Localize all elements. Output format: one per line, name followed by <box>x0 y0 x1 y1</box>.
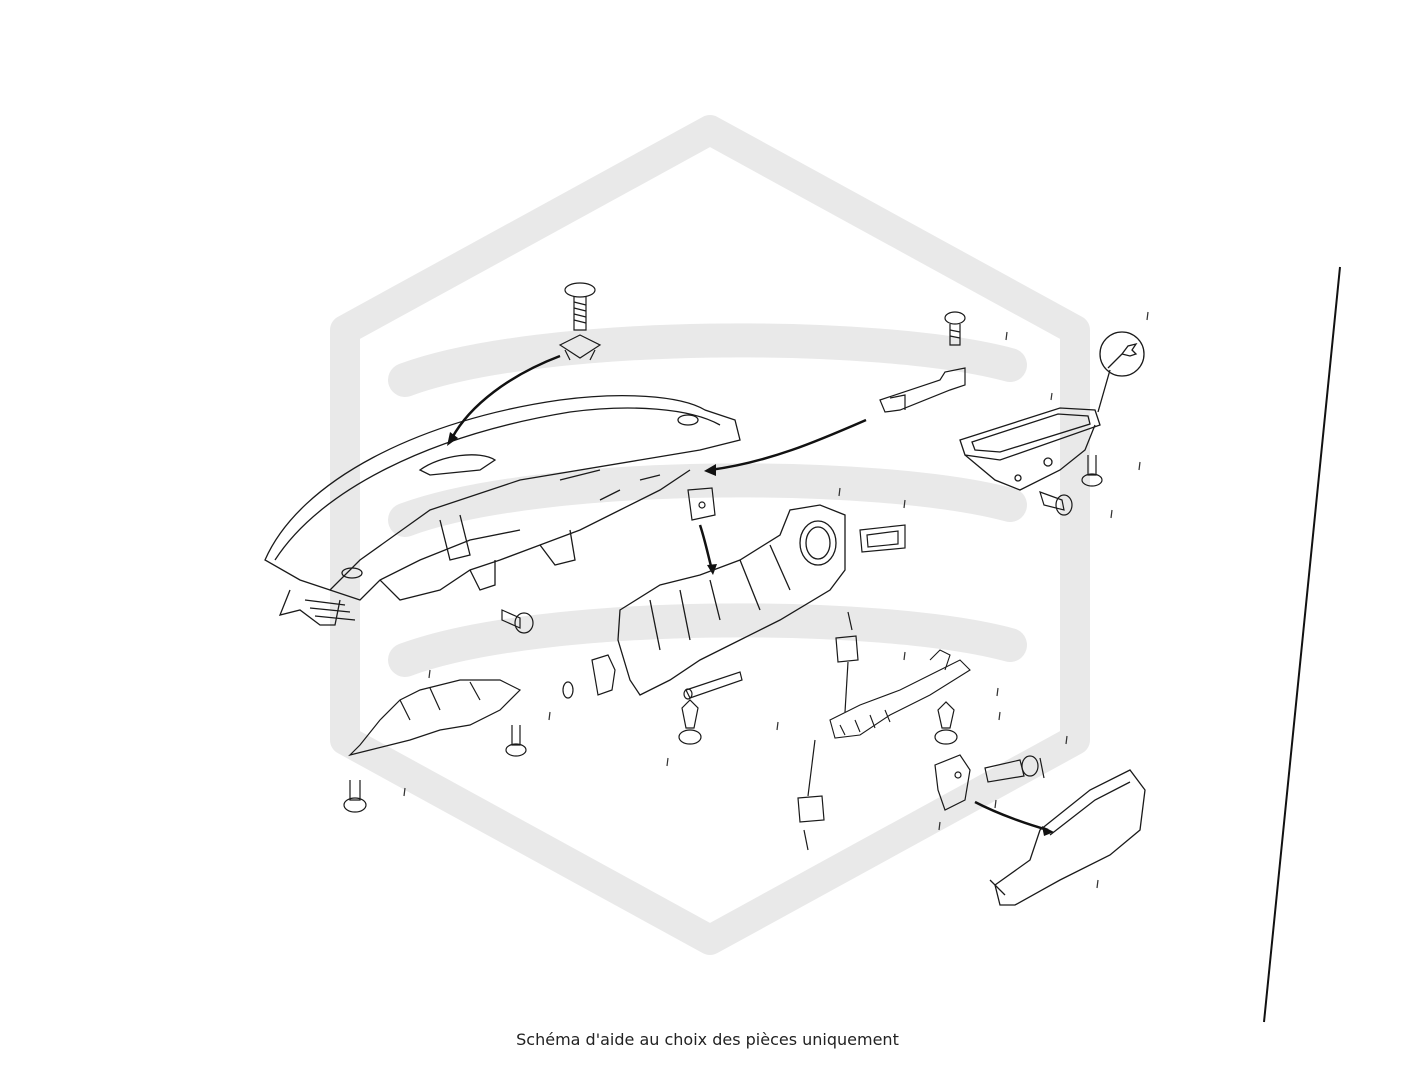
wrench-icon <box>1099 331 1145 377</box>
hinge-parts <box>562 654 743 700</box>
dashboard-panel <box>264 395 741 626</box>
reference-ticks <box>403 311 1149 889</box>
center-bracket-clip <box>687 487 716 521</box>
passenger-airbag-module <box>959 369 1111 491</box>
lock-cylinder <box>984 755 1045 783</box>
glovebox-door <box>989 769 1146 906</box>
bolt-center-left <box>501 609 534 634</box>
bolts-right <box>1039 455 1103 516</box>
watermark-logo <box>330 115 1090 955</box>
diagram-caption: Schéma d'aide au choix des pièces unique… <box>516 1030 899 1049</box>
lower-left-bracket <box>348 679 522 757</box>
glovebox-latch <box>934 754 971 811</box>
push-pin-right <box>934 701 958 745</box>
push-pin-lower <box>678 699 702 745</box>
center-console-frame <box>617 504 846 696</box>
bolts-lower-left <box>343 725 527 813</box>
clip-screw-top-right <box>879 311 966 413</box>
frame-divider-line <box>1263 266 1341 1023</box>
clip-screw-top-left <box>558 282 602 361</box>
assembly-arrows <box>450 354 1049 832</box>
connectors <box>797 611 859 851</box>
duct-assembly <box>829 649 971 739</box>
switch-panel <box>859 524 906 553</box>
arrow-heads <box>447 432 1054 836</box>
